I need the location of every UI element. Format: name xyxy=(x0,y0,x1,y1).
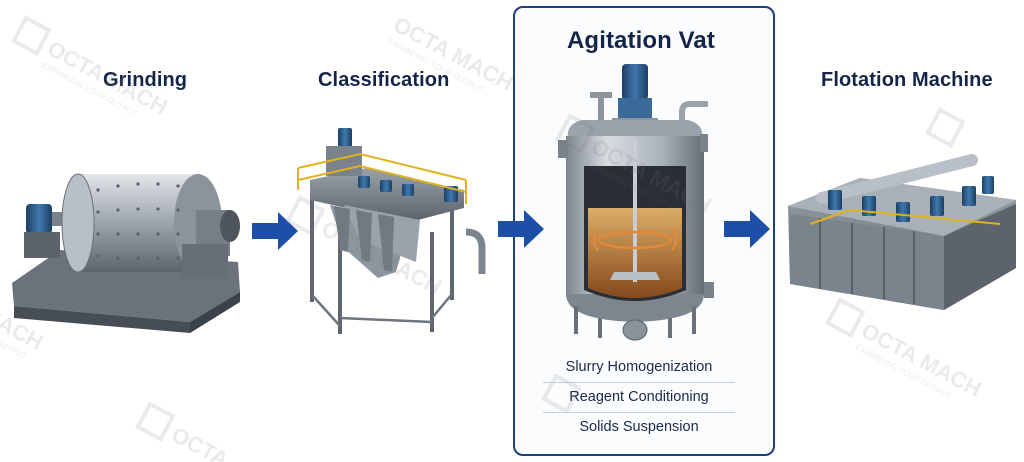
feature-divider xyxy=(543,412,735,413)
feature-divider xyxy=(543,382,735,383)
stage-title-classification: Classification xyxy=(318,69,450,91)
flow-arrow-3 xyxy=(724,210,770,248)
agitation-vat-illustration xyxy=(558,64,714,341)
ball-mill-illustration xyxy=(12,173,240,333)
stage-title-grinding: Grinding xyxy=(103,69,188,91)
svg-text:OCTA: OCTA xyxy=(167,422,232,462)
flow-arrow-1 xyxy=(252,212,298,250)
feature-reagent-conditioning: Reagent Conditioning xyxy=(569,389,709,405)
flow-arrow-2 xyxy=(498,210,544,248)
feature-slurry-homogenization: Slurry Homogenization xyxy=(565,359,713,375)
classifier-illustration xyxy=(297,128,486,334)
stage-title-flotation-machine: Flotation Machine xyxy=(821,69,993,91)
stage-title-agitation-vat: Agitation Vat xyxy=(567,27,715,54)
feature-solids-suspension: Solids Suspension xyxy=(579,419,699,435)
flotation-machine-illustration xyxy=(788,154,1016,310)
